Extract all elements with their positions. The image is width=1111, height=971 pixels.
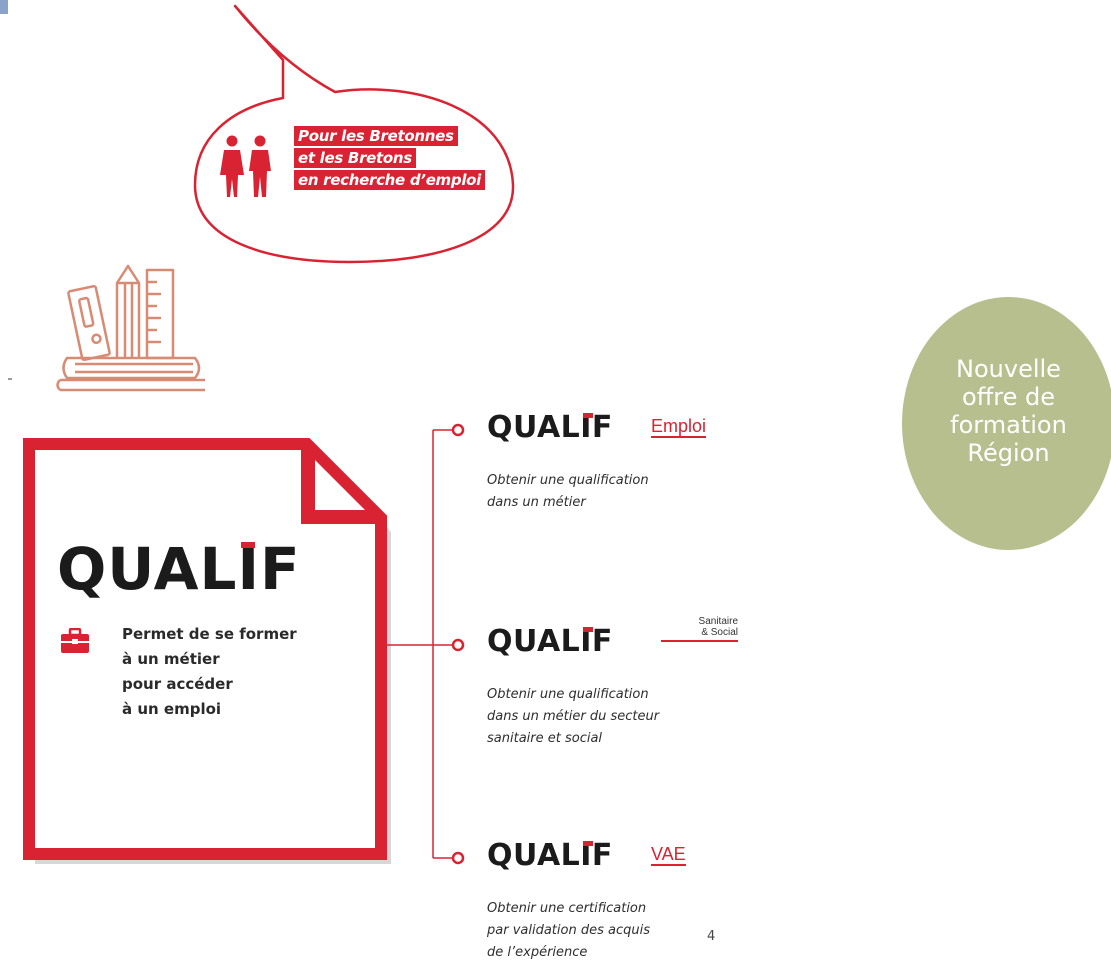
description-line: dans un métier du secteur — [487, 709, 660, 724]
suffix-line: & Social — [701, 627, 738, 638]
program-suffix: Sanitaire & Social — [661, 616, 738, 642]
suffix-line: Sanitaire — [698, 616, 738, 627]
bubble-line: en recherche d’emploi — [294, 170, 486, 190]
badge-line: offre de — [962, 383, 1055, 411]
program-suffix: Emploi — [651, 416, 707, 438]
qualif-title: QUALIF — [57, 535, 301, 603]
logo-accent — [583, 841, 593, 846]
description-line: Obtenir une qualification — [487, 473, 649, 488]
bubble-line: et les Bretons — [294, 148, 416, 168]
description-line: pour accéder — [122, 675, 233, 693]
description-line: à un emploi — [122, 700, 222, 718]
badge-line: Région — [967, 439, 1050, 467]
program-description: Obtenir une qualification dans un métier… — [487, 684, 659, 750]
qualif-title-accent — [241, 542, 255, 548]
briefcase-icon — [61, 628, 89, 653]
program-description: Obtenir une certification par validation… — [487, 898, 727, 964]
badge-line: formation — [950, 411, 1067, 439]
description-line: Permet de se former — [122, 625, 297, 643]
program-logo: QUALIF — [487, 410, 613, 445]
description-line: sanitaire et social — [487, 731, 603, 746]
description-line: à un métier — [122, 650, 220, 668]
corner-accent — [0, 0, 8, 14]
description-line: dans un métier — [487, 495, 586, 510]
logo-accent — [583, 413, 593, 418]
bubble-text: Pour les Bretonnes et les Bretons en rec… — [294, 126, 486, 192]
books-icon — [56, 264, 205, 392]
program-suffix: VAE — [651, 844, 686, 866]
badge-line: Nouvelle — [956, 355, 1061, 383]
qualif-description: Permet de se former à un métier pour acc… — [122, 622, 297, 722]
description-line: Obtenir une qualification — [487, 687, 649, 702]
dash-mark — [8, 378, 12, 380]
program-emploi: QUALIF — [487, 410, 613, 445]
description-line: de l’expérience — [487, 945, 588, 960]
program-sanitaire-social: QUALIF — [487, 624, 613, 659]
region-badge-label: Nouvelle offre de formation Région — [902, 355, 1111, 467]
bubble-line: Pour les Bretonnes — [294, 126, 458, 146]
program-vae: QUALIF — [487, 838, 613, 873]
program-logo: QUALIF — [487, 838, 613, 873]
region-badge — [902, 297, 1111, 550]
description-line: Obtenir une certification — [487, 901, 647, 916]
program-description: Obtenir une qualification dans un métier — [487, 470, 649, 514]
people-icon — [220, 135, 271, 197]
description-line: par validation des acquis — [487, 923, 650, 938]
document-card — [23, 438, 391, 864]
program-logo: QUALIF — [487, 624, 613, 659]
connector-lines — [380, 423, 465, 865]
logo-accent — [583, 627, 593, 632]
page-number: 4 — [707, 929, 716, 944]
